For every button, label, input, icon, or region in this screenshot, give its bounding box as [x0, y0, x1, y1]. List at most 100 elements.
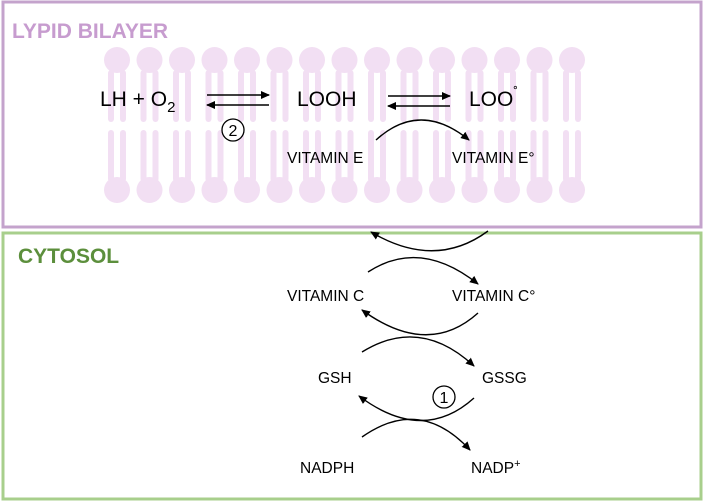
- lipid-bilayer-title: LYPID BILAYER: [12, 20, 168, 43]
- lipid-head-bottom: [104, 177, 130, 203]
- lipid-tail-bottom: [173, 130, 179, 182]
- vitamin-e-label: VITAMIN E: [287, 150, 363, 167]
- step-1-circle: [432, 385, 456, 409]
- lipid-head-bottom: [299, 177, 325, 203]
- lipid-head-bottom: [331, 177, 358, 203]
- lipid-tail-bottom: [510, 130, 516, 182]
- lipid-head-bottom: [461, 177, 488, 203]
- lipid-tail-bottom: [205, 130, 212, 182]
- lipid-tail-bottom: [270, 130, 277, 182]
- vitamin-c-oxidation-arrow: [367, 256, 479, 285]
- lipid-tail-bottom: [380, 130, 386, 182]
- lipid-tail-bottom: [347, 130, 354, 182]
- lipid-tail-bottom: [400, 130, 407, 182]
- lipid-tail-top: [477, 70, 484, 122]
- lipid-tail-top: [108, 70, 114, 122]
- lipid-head-top: [201, 47, 228, 73]
- lipid-tail-top: [575, 70, 581, 122]
- vitamin-c-oxidized-label: VITAMIN C°: [452, 288, 535, 305]
- lipid-head-bottom: [396, 177, 423, 203]
- vitamin-c-label: VITAMIN C: [287, 288, 364, 305]
- lipid-tail-top: [563, 70, 569, 122]
- lipid-tail-top: [152, 70, 159, 122]
- gsh-oxidation-arrow: [361, 336, 475, 367]
- lipid-tail-bottom: [140, 130, 147, 182]
- gssg-label: GSSG: [482, 370, 527, 387]
- lipid-tail-bottom: [152, 130, 159, 182]
- lipid-head-top: [331, 47, 358, 73]
- lipid-head-top: [136, 47, 163, 73]
- lipid-tail-top: [335, 70, 342, 122]
- lipid-head-top: [169, 47, 195, 73]
- lipid-tail-bottom: [477, 130, 484, 182]
- lipid-tail-top: [465, 70, 472, 122]
- lipid-head-top: [299, 47, 325, 73]
- lipid-head-bottom: [526, 177, 553, 203]
- step-2-number: 2: [229, 123, 238, 140]
- nadp-label: NADP+: [471, 458, 521, 477]
- lipid-tail-top: [347, 70, 354, 122]
- step-2-circle: [221, 118, 245, 142]
- lipid-head-top: [234, 47, 260, 73]
- lipid-tail-bottom: [412, 130, 419, 182]
- lipid-tail-top: [140, 70, 147, 122]
- lipid-bilayer-illustration: [104, 47, 585, 203]
- lipid-tail-bottom: [315, 130, 321, 182]
- step-1-number: 1: [440, 390, 449, 407]
- lipid-head-top: [461, 47, 488, 73]
- lipid-tail-bottom: [250, 130, 256, 182]
- lipid-head-top: [559, 47, 585, 73]
- lipid-tail-top: [368, 70, 374, 122]
- lipid-tail-top: [542, 70, 549, 122]
- lipid-tail-top: [217, 70, 224, 122]
- lipid-tail-top: [238, 70, 244, 122]
- lipid-tail-top: [173, 70, 179, 122]
- cytosol-frame: [1, 231, 703, 501]
- lipid-tail-bottom: [542, 130, 549, 182]
- vitamin-e-oxidation-arrow: [375, 119, 470, 141]
- lipid-tail-bottom: [530, 130, 537, 182]
- lipid-tail-top: [270, 70, 277, 122]
- lipid-tail-bottom: [575, 130, 581, 182]
- lipid-tail-top: [498, 70, 504, 122]
- lipid-head-top: [429, 47, 455, 73]
- lipid-tail-top: [530, 70, 537, 122]
- lipid-head-bottom: [559, 177, 585, 203]
- lipid-head-bottom: [169, 177, 195, 203]
- lipid-head-top: [364, 47, 390, 73]
- gsh-label: GSH: [318, 370, 352, 387]
- lipid-tail-bottom: [335, 130, 342, 182]
- lipid-tail-bottom: [445, 130, 451, 182]
- vitamin-c-regeneration-arrow: [361, 309, 479, 336]
- lipid-tail-bottom: [563, 130, 569, 182]
- lipid-head-bottom: [136, 177, 163, 203]
- lipid-tail-bottom: [433, 130, 439, 182]
- lipid-tail-top: [303, 70, 309, 122]
- lipid-tail-bottom: [238, 130, 244, 182]
- lipid-head-bottom: [266, 177, 293, 203]
- lipid-tail-bottom: [465, 130, 472, 182]
- nadph-oxidation-arrow: [361, 418, 471, 451]
- lipid-head-bottom: [494, 177, 520, 203]
- lipid-head-bottom: [234, 177, 260, 203]
- lipid-tail-bottom: [108, 130, 114, 182]
- lipid-head-top: [396, 47, 423, 73]
- vitamin-e-oxidized-label: VITAMIN E°: [452, 150, 535, 167]
- lipid-tail-bottom: [217, 130, 224, 182]
- lipid-tail-bottom: [498, 130, 504, 182]
- loo-label: LOO˚: [469, 84, 518, 111]
- lipid-tail-bottom: [282, 130, 289, 182]
- lipid-head-bottom: [201, 177, 228, 203]
- lipid-head-bottom: [429, 177, 455, 203]
- lh-o2-label: LH + O2: [100, 88, 175, 116]
- lipid-head-bottom: [364, 177, 390, 203]
- lipid-head-top: [104, 47, 130, 73]
- lipid-head-top: [266, 47, 293, 73]
- lipid-head-top: [494, 47, 520, 73]
- lipid-tail-top: [185, 70, 191, 122]
- vitamin-e-regeneration-arrow: [370, 230, 489, 252]
- lipid-bilayer-frame: [1, 0, 703, 229]
- lipid-tail-top: [282, 70, 289, 122]
- lipid-tail-top: [250, 70, 256, 122]
